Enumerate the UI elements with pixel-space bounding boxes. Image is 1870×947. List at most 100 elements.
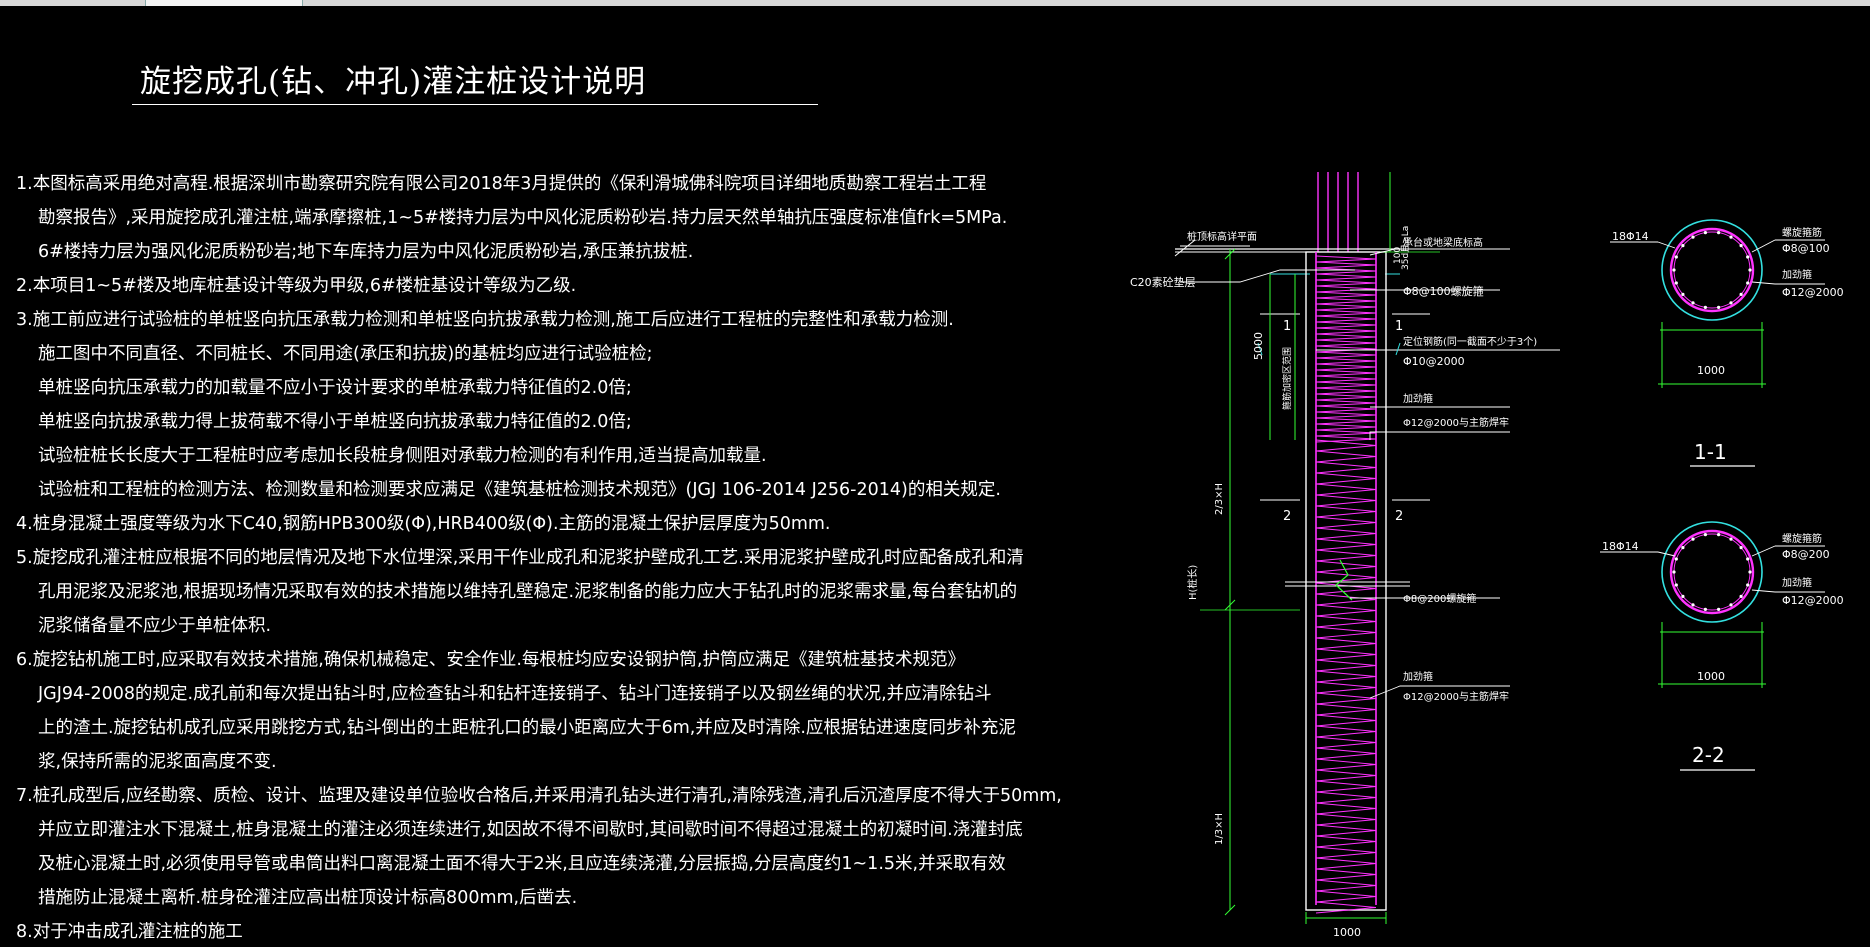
note-line: 6#楼持力层为强风化泥质粉砂岩;地下车库持力层为中风化泥质粉砂岩,承压兼抗拔桩. [38,242,694,262]
note-line: 上的渣土.旋挖钻机成孔应采用跳挖方式,钻斗倒出的土距桩孔口的最小距离应大于6m,… [38,718,1016,738]
main-bar-dot [1674,583,1678,587]
spiral-stirrup-segment [1315,336,1377,341]
spiral-stirrup-segment [1315,351,1377,356]
s1-caption: 1-1 [1694,440,1727,464]
spiral-stirrup-segment [1315,637,1377,644]
spiral-stirrup-segment [1315,291,1377,296]
spiral-stirrup-segment [1315,896,1377,903]
spiral-stirrup-segment [1315,363,1377,368]
main-bar-dot [1672,570,1676,574]
spiral-stirrup-segment [1315,396,1377,401]
pile-top-label: 桩顶标高详平面 [1187,230,1257,243]
spiral-stirrup-segment [1315,571,1377,578]
spiral-stirrup-segment [1315,273,1377,278]
spiral-stirrup-segment [1315,709,1377,716]
spiral-stirrup-segment [1315,764,1377,771]
spiral-stirrup-segment [1315,402,1377,407]
spiral-stirrup-segment [1315,714,1377,721]
spiral-stirrup-segment [1315,687,1377,694]
drawing-title: 旋挖成孔(钻、冲孔)灌注桩设计说明 [140,64,647,100]
section-1-1: 18Φ14 螺旋箍筋 Φ8@100 加劲箍 Φ12@2000 1000 1-1 [1610,219,1844,467]
s2-hoop-spec: Φ12@2000 [1782,594,1844,607]
spiral-stirrup-segment [1315,791,1377,798]
main-bar-dot [1703,231,1707,235]
spiral-stirrup-segment [1315,890,1377,897]
note-line: 孔用泥浆及泥浆池,根据现场情况采取有效的技术措施以维持孔壁稳定.泥浆制备的能力应… [38,582,1018,602]
main-bar-dot [1717,533,1721,537]
spiral-stirrup-segment [1315,390,1377,395]
spiral-stirrup-segment [1315,885,1377,892]
spiral-stirrup-segment [1315,270,1377,275]
note-line: 3.施工前应进行试验桩的单桩竖向抗压承载力检测和单桩竖向抗拔承载力检测,施工后应… [16,310,954,330]
spiral-stirrup-segment [1315,555,1377,562]
spiral-stirrup-segment [1315,414,1377,419]
spiral-stirrup-segment [1315,907,1377,914]
pile-length-label: H(桩长) [1186,565,1199,600]
spiral-stirrup-segment [1315,420,1377,425]
spiral-stirrup-segment [1315,267,1377,272]
spiral-stirrup-segment [1315,615,1377,622]
spiral-stirrup-segment [1315,417,1377,422]
main-bar-dot [1717,231,1721,235]
spiral-stirrup-segment [1315,676,1377,683]
spiral-stirrup-segment [1315,747,1377,754]
spiral-stirrup-segment [1315,478,1377,485]
note-line: 施工图中不同直径、不同桩长、不同用途(承压和抗拔)的基桩均应进行试验桩检; [38,344,653,364]
spiral-stirrup-segment [1315,544,1377,551]
spiral-stirrup-segment [1315,384,1377,389]
one-third-label: 1/3×H [1214,813,1225,845]
spiral-stirrup-segment [1315,505,1377,512]
note-line: 2.本项目1~5#楼及地库桩基设计等级为甲级,6#楼桩基设计等级为乙级. [16,276,577,296]
cap-bottom-label: 承台或地梁底标高 [1403,236,1483,249]
pile-width-label: 1000 [1333,926,1361,939]
spiral-stirrup-segment [1315,841,1377,848]
spiral-stirrup-segment [1315,538,1377,545]
note-line: 及桩心混凝土时,必须使用导管或串筒出料口离混凝土面不得大于2米,且应连续浇灌,分… [38,854,1006,874]
spiral-stirrup-segment [1315,369,1377,374]
note-line: JGJ94-2008的规定.成孔前和每次提出钻斗时,应检查钻斗和钻杆连接销子、钻… [38,684,992,704]
spiral-stirrup-segment [1315,309,1377,314]
s2-caption: 2-2 [1692,743,1725,767]
drawing-tab[interactable] [145,0,303,6]
spiral-stirrup-segment [1315,769,1377,776]
main-bar-dot [1746,583,1750,587]
dense-zone-label: 箍筋加密区范围 [1281,347,1293,410]
spiral-stirrup-segment [1315,450,1377,457]
spiral-stirrup-segment [1315,315,1377,320]
hoop-spec-top: Φ12@2000与主筋焊牢 [1403,416,1509,429]
spiral-stirrup-segment [1315,830,1377,837]
main-bar-dot [1729,603,1733,607]
cad-canvas[interactable] [0,6,1870,947]
main-bar-dot [1681,292,1685,296]
spiral-stirrup-segment [1315,566,1377,573]
main-bar-dot [1691,537,1695,541]
note-line: 试验桩和工程桩的检测方法、检测数量和检测要求应满足《建筑基桩检测技术规范》(JG… [38,480,1001,500]
spiral-stirrup-segment [1315,780,1377,787]
spiral-stirrup-segment [1315,720,1377,727]
spiral-stirrup-segment [1315,786,1377,793]
note-line: 浆,保持所需的泥浆面高度不变. [38,752,277,772]
spiral-stirrup-segment [1315,901,1377,908]
note-line: 5.旋挖成孔灌注桩应根据不同的地层情况及地下水位埋深,采用干作业成孔和泥浆护壁成… [16,548,1024,568]
c20-label: C20素砼垫层 [1130,275,1196,289]
spiral-stirrup-segment [1315,405,1377,410]
spiral-stirrup-segment [1315,703,1377,710]
s1-spiral-spec: Φ8@100 [1782,242,1830,255]
spiral-stirrup-segment [1315,324,1377,329]
spiral-stirrup-segment [1315,258,1377,263]
spiral-stirrup-segment [1315,387,1377,392]
spiral-stirrup-segment [1315,632,1377,639]
spiral-stirrup-segment [1315,648,1377,655]
spiral-stirrup-segment [1315,643,1377,650]
s1-hoop-spec: Φ12@2000 [1782,286,1844,299]
spiral-stirrup-segment [1315,852,1377,859]
main-bar-dot [1729,537,1733,541]
note-line: 泥浆储备量不应少于单桩体积. [38,616,272,636]
spiral-stirrup-segment [1315,378,1377,383]
spiral-stirrup-segment [1315,802,1377,809]
spiral-stirrup-segment [1315,294,1377,299]
pile-elevation: 桩顶标高详平面 承台或地梁底标高 C20素砼垫层 35d且≥La 100 Φ8@… [1130,172,1560,939]
spiral-stirrup-segment [1315,381,1377,386]
dense-length-label: 5000 [1252,332,1265,360]
s2-hoop-label: 加劲箍 [1782,576,1812,589]
